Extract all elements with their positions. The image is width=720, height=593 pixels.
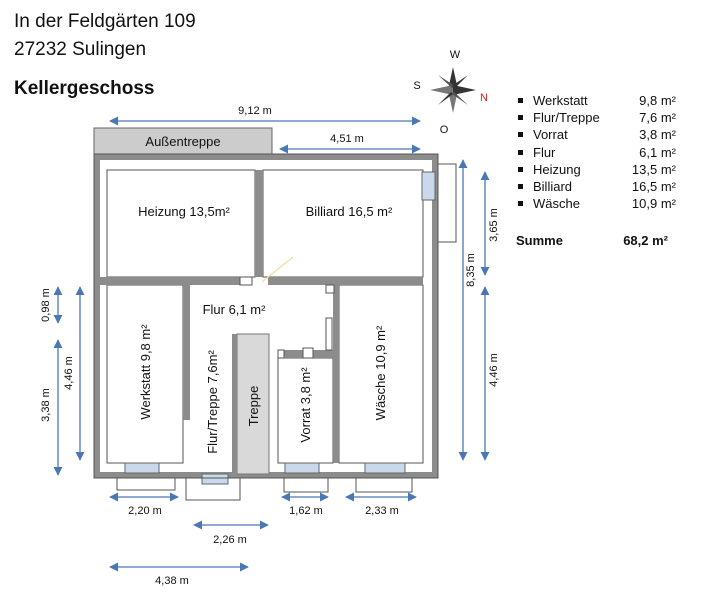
legend-name: Wäsche — [533, 196, 580, 212]
door-swing — [261, 256, 294, 283]
dim-right-lower: 4,46 m — [488, 353, 500, 387]
room-werkstatt: Werkstatt 9,8 m² — [138, 324, 153, 420]
bullet-icon — [518, 184, 523, 190]
legend-row: Flur 6,1 m² — [516, 144, 676, 161]
compass-rose: W S N O — [413, 49, 488, 136]
legend-row: Heizung 13,5 m² — [516, 161, 676, 178]
compass-o: O — [440, 124, 449, 136]
legend-row: Werkstatt 9,8 m² — [516, 92, 676, 109]
outer-stairs-label: Außentreppe — [145, 134, 220, 149]
area-legend: Werkstatt 9,8 m² Flur/Treppe 7,6 m² Vorr… — [516, 92, 676, 212]
dim-bottom-220: 2,20 m — [128, 505, 162, 517]
room-billiard: Billiard 16,5 m² — [306, 204, 393, 219]
dim-left-338: 3,38 m — [40, 388, 52, 422]
legend-area: 3,8 m² — [639, 127, 676, 143]
room-heizung: Heizung 13,5m² — [138, 204, 230, 219]
bullet-icon — [518, 98, 523, 104]
bullet-icon — [518, 201, 523, 207]
legend-area: 7,6 m² — [639, 110, 676, 126]
room-vorrat: Vorrat 3,8 m² — [298, 367, 313, 443]
outer-stairs — [93, 127, 273, 155]
legend-name: Heizung — [533, 161, 581, 177]
legend-row: Billiard 16,5 m² — [516, 178, 676, 195]
compass-w: W — [450, 49, 461, 61]
staircase — [236, 333, 270, 475]
room-flur-treppe: Flur/Treppe 7,6m² — [205, 350, 220, 454]
legend-name: Flur/Treppe — [533, 110, 600, 126]
compass-n: N — [480, 92, 488, 104]
summary-label: Summe — [516, 233, 563, 248]
legend-area: 13,5 m² — [631, 161, 676, 177]
legend-area: 16,5 m² — [631, 179, 676, 195]
dim-left-446: 4,46 m — [63, 356, 75, 390]
room-flur: Flur 6,1 m² — [203, 302, 267, 317]
dim-left-098: 0,98 m — [40, 288, 52, 322]
legend-name: Billiard — [533, 179, 573, 195]
floor-title: Kellergeschoss — [14, 78, 155, 99]
legend-name: Vorrat — [533, 127, 568, 143]
bullet-icon — [518, 132, 523, 138]
interior-walls — [106, 169, 424, 464]
legend-area: 9,8 m² — [639, 93, 676, 109]
light-wells — [116, 477, 413, 501]
legend-area: 10,9 m² — [631, 196, 676, 212]
dim-right-upper: 3,65 m — [488, 208, 500, 242]
bullet-icon — [518, 149, 523, 155]
legend-row: Vorrat 3,8 m² — [516, 126, 676, 143]
dim-top-right: 4,51 m — [330, 133, 364, 145]
dim-top-total: 9,12 m — [238, 105, 272, 117]
dim-bottom-226: 2,26 m — [213, 534, 247, 546]
windows — [124, 171, 436, 485]
room-waesche: Wäsche 10,9 m² — [373, 325, 388, 420]
legend-row: Flur/Treppe 7,6 m² — [516, 109, 676, 126]
legend-row: Wäsche 10,9 m² — [516, 195, 676, 212]
area-summary: Summe 68,2 m² — [516, 233, 668, 248]
legend-name: Werkstatt — [533, 93, 588, 109]
bullet-icon — [518, 115, 523, 121]
dim-bottom-162: 1,62 m — [289, 505, 323, 517]
summary-value: 68,2 m² — [623, 233, 668, 248]
address-street: In der Feldgärten 109 — [14, 11, 196, 32]
dimension-lines — [53, 116, 490, 572]
dim-right-total: 8,35 m — [465, 253, 477, 287]
dim-bottom-233: 2,33 m — [365, 505, 399, 517]
compass-s: S — [413, 80, 420, 92]
address-city: 27232 Sulingen — [14, 39, 147, 60]
dim-bottom-438: 4,38 m — [155, 575, 189, 587]
bullet-icon — [518, 166, 523, 172]
legend-area: 6,1 m² — [639, 144, 676, 160]
legend-name: Flur — [533, 144, 556, 160]
room-treppe: Treppe — [246, 386, 261, 427]
